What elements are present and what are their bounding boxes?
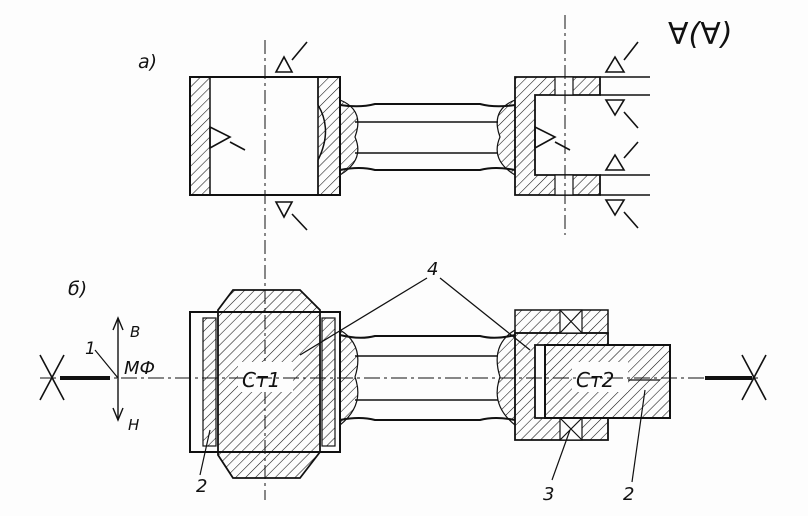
- right-center-mark: [741, 354, 767, 401]
- measuring-head-label: МФ: [124, 358, 155, 379]
- left-center-mark: [39, 354, 65, 401]
- view-b: б) Ст1: [39, 259, 767, 505]
- leader-2-left: [199, 429, 211, 476]
- datum-symbols-a: [209, 41, 639, 231]
- roughness-note: ∀(∀): [668, 17, 732, 52]
- item-label-1: 1: [85, 339, 96, 359]
- direction-down-label: Н: [128, 416, 139, 434]
- leader-4: [299, 277, 531, 356]
- view-b-label: б): [68, 278, 87, 300]
- part-label-4: 4: [427, 259, 438, 280]
- direction-up-label: В: [130, 323, 140, 341]
- view-a-label: а): [138, 51, 157, 73]
- spindle-left-label: Ст1: [242, 368, 280, 392]
- view-a: а) ∀(∀): [138, 15, 732, 500]
- spindle-right-label: Ст2: [576, 368, 614, 392]
- clamp-label-left: 2: [196, 476, 207, 497]
- right-fork-a: [514, 76, 650, 196]
- rod-body-a: [339, 99, 516, 177]
- spindle-left: Ст1: [189, 289, 341, 479]
- spindle-right: Ст2: [544, 344, 671, 483]
- leader-3: [551, 429, 571, 481]
- item-label-3: 3: [543, 484, 554, 505]
- clamp-label-right: 2: [623, 484, 634, 505]
- measuring-head: [94, 316, 124, 422]
